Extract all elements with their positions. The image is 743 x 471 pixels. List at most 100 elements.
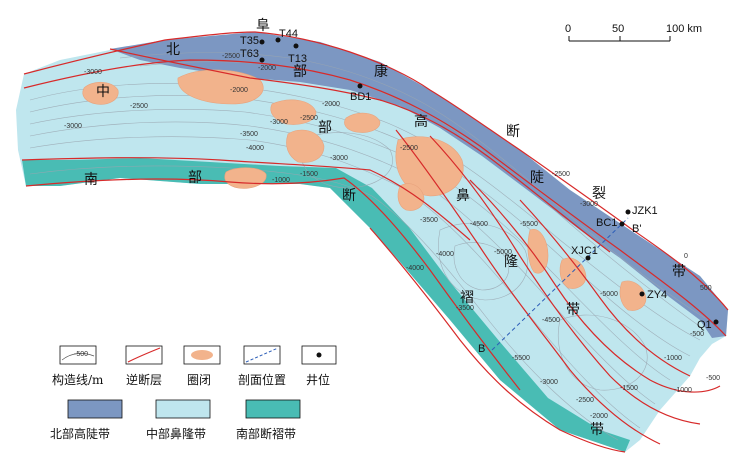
closure: [224, 167, 267, 189]
closure: [619, 280, 647, 311]
well-marker: [259, 57, 265, 63]
legend-label: 北部高陡带: [50, 426, 110, 441]
legend-contour-sample: -500: [74, 351, 88, 358]
zone-labels: 北 部 高 陡 带 中 部 鼻 隆 带 南 部 断 褶 带 阜 康 断 裂: [84, 17, 686, 438]
contour-label: -3500: [456, 305, 474, 312]
contour-label: -2500: [552, 171, 570, 178]
wells: T35 T44 T63 T13 BD1 JZK1 BC1 XJC1 ZY4 Q1: [240, 28, 719, 331]
contour-line: [29, 165, 619, 441]
zone-label: 裂: [592, 186, 606, 202]
contour-line: [299, 132, 393, 189]
scale-bar-label: 50: [612, 23, 624, 35]
legend-label: 剖面位置: [238, 372, 286, 387]
well-marker: [713, 319, 719, 325]
contour-line: [29, 136, 641, 429]
contour-label: -4500: [542, 317, 560, 324]
section-end-label: B': [632, 223, 641, 235]
fault-line: [109, 48, 611, 253]
zone-label: 褶: [460, 290, 474, 306]
contour-label: -1500: [300, 171, 318, 178]
contour-label: -3000: [84, 69, 102, 76]
contour-labels: -3000 -2500 -2000 -2500 -3000 -2000 -250…: [64, 53, 720, 420]
contour-label: -3000: [580, 201, 598, 208]
zone-label: 带: [566, 302, 580, 318]
contour-label: -2000: [230, 87, 248, 94]
legend-fault-sample: [127, 347, 161, 363]
well-marker: [275, 37, 281, 43]
zone-label: 康: [374, 63, 388, 80]
legend-section-sample: [245, 347, 279, 363]
well-marker: [619, 221, 625, 227]
legend-label: 逆断层: [126, 372, 162, 387]
contour-line: [438, 222, 528, 301]
zone-label: 北: [166, 42, 180, 58]
contour-label: -2000: [590, 413, 608, 420]
closure: [286, 129, 325, 163]
closure: [177, 69, 264, 105]
contour-label: -1000: [272, 177, 290, 184]
contour-label: -3000: [270, 119, 288, 126]
faults: [21, 31, 729, 453]
contour-line: [119, 52, 706, 319]
contour-label: 0: [684, 253, 688, 260]
well-label: T63: [240, 48, 259, 60]
section-line-path: [491, 217, 629, 351]
legend: -500 构造线/m 逆断层 圈闭 剖面位置 井位 北部高陡带 中部鼻隆带 南部…: [50, 345, 337, 441]
zone-label: 隆: [504, 254, 518, 270]
fault-line: [25, 177, 521, 391]
contour-label: -5000: [600, 291, 618, 298]
fault-line: [369, 227, 626, 453]
zone-label: 陡: [530, 170, 544, 186]
closure: [270, 99, 317, 125]
contour-label: -2500: [400, 145, 418, 152]
contour-label: -2500: [576, 397, 594, 404]
fault-line: [23, 31, 729, 311]
scale-bar-label: 100 km: [666, 23, 702, 35]
fault-line: [469, 179, 721, 393]
zone-label: 部: [293, 64, 307, 80]
fault-line: [23, 59, 727, 337]
contour-label: -500: [706, 375, 720, 382]
contour-label: -2500: [130, 103, 148, 110]
contour-label: 500: [700, 285, 712, 292]
contour-label: -2000: [322, 101, 340, 108]
well-label: Q1: [697, 319, 712, 331]
well-marker: [625, 209, 631, 215]
zone-label: 阜: [256, 17, 270, 34]
legend-label: 南部断褶带: [236, 426, 296, 441]
contour-label: -4000: [246, 145, 264, 152]
legend-closure-sample: [191, 350, 213, 360]
well-marker: [585, 255, 591, 261]
legend-label: 构造线/m: [52, 372, 104, 387]
contour-label: -2000: [258, 65, 276, 72]
contour-line: [453, 242, 510, 291]
contour-label: -4000: [406, 265, 424, 272]
well-label: BC1: [596, 217, 617, 229]
contour-label: -4500: [470, 221, 488, 228]
section-line: B B': [478, 217, 641, 355]
closure: [82, 81, 119, 105]
scale-bar: 0 50 100 km: [565, 23, 702, 42]
zone-label: 部: [318, 120, 332, 136]
contour-label: -3500: [420, 217, 438, 224]
well-marker: [639, 291, 645, 297]
zone-label: 断: [506, 124, 520, 140]
well-marker: [357, 83, 363, 89]
zone-label: 断: [342, 188, 356, 204]
contour-label: -2500: [300, 115, 318, 122]
well-label: JZK1: [632, 205, 658, 217]
closure: [344, 112, 381, 133]
legend-swatch-north-zone: [67, 399, 123, 419]
contour-label: -3500: [240, 131, 258, 138]
well-marker: [293, 43, 299, 49]
legend-swatch-contour: [59, 345, 97, 365]
well-label: T44: [279, 28, 298, 40]
contour-label: -1000: [674, 387, 692, 394]
contour-line: [29, 83, 701, 341]
zone-label: 中: [96, 84, 110, 100]
contour-label: -500: [690, 331, 704, 338]
contour-label: -4000: [436, 251, 454, 258]
contour-label: -3000: [64, 123, 82, 130]
legend-well-sample: [316, 352, 322, 358]
